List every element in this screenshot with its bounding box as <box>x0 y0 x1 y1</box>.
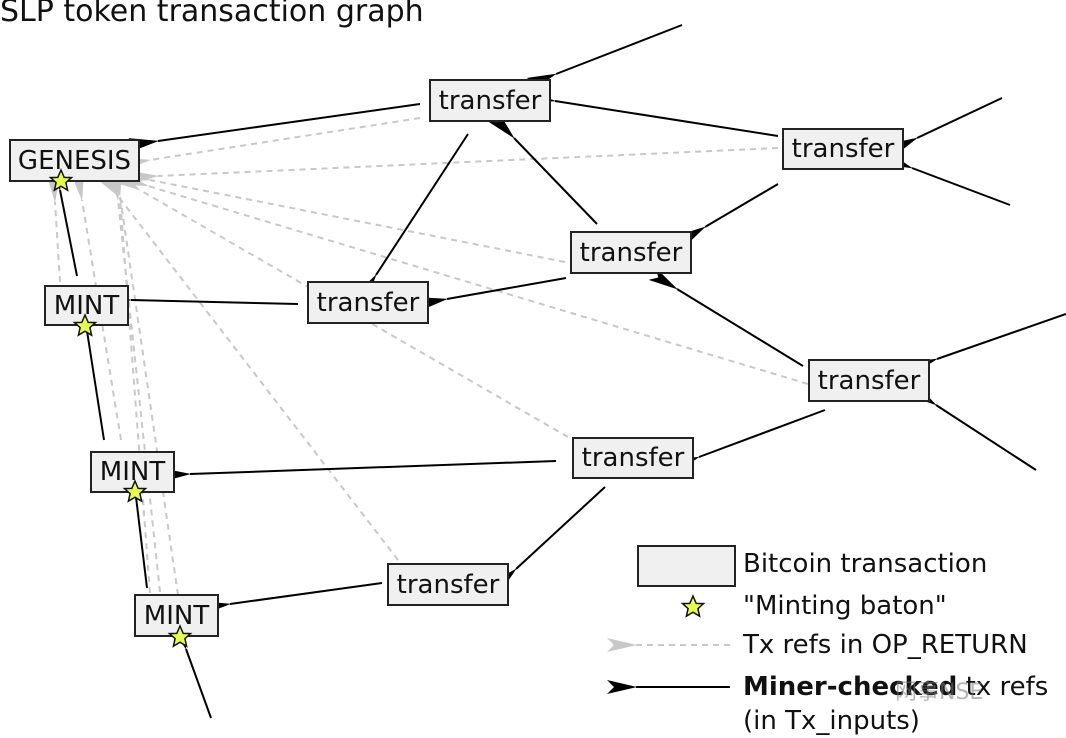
ref-edge <box>118 170 809 385</box>
input-edge <box>907 383 1037 471</box>
legend-bitcoin-transaction: Bitcoin transaction <box>743 549 988 579</box>
ref-edge <box>108 166 179 596</box>
miner-checked-refs <box>47 24 1066 719</box>
input-edge <box>128 103 421 152</box>
legend-tx-refs: Tx refs in OP_RETURN <box>743 630 1028 660</box>
input-edge <box>676 183 779 248</box>
input-edge <box>47 160 78 277</box>
genesis-node: GENESIS <box>9 139 140 182</box>
transfer-node-a: transfer <box>429 79 551 122</box>
input-edge <box>669 409 826 474</box>
input-edge <box>525 89 779 137</box>
diagram-title: SLP token transaction graph <box>0 0 424 29</box>
ref-edge <box>120 167 566 263</box>
ref-edge <box>128 147 779 185</box>
input-edge <box>200 582 383 615</box>
input-edge <box>526 24 683 92</box>
transfer-node-d: transfer <box>307 281 429 324</box>
transfer-node-b: transfer <box>782 128 904 170</box>
input-edge <box>354 133 469 304</box>
ref-edge <box>46 172 61 283</box>
input-edge <box>75 301 105 441</box>
ref-edge <box>94 168 399 561</box>
legend-box-swatch <box>637 545 736 587</box>
ref-edge <box>119 197 151 594</box>
input-edge <box>489 486 606 594</box>
transfer-node-e: transfer <box>808 359 930 402</box>
transfer-node-g: transfer <box>387 563 509 606</box>
legend-miner-checked: Miner-checked tx refs <box>743 672 1048 702</box>
legend-miner-checked-bold: Miner-checked <box>743 672 958 702</box>
input-edge <box>101 292 299 307</box>
input-edge <box>887 97 1003 157</box>
watermark: 网事NSE <box>895 680 984 705</box>
legend-miner-checked-sub: (in Tx_inputs) <box>743 706 920 736</box>
mint-node-2: MINT <box>90 451 175 493</box>
legend-miner-checked-rest: tx refs <box>957 672 1049 702</box>
input-edge <box>488 112 598 225</box>
input-edge <box>907 313 1066 376</box>
mint-node-1: MINT <box>44 285 129 326</box>
input-edge <box>648 267 804 367</box>
ref-edge <box>120 117 421 172</box>
input-edge <box>417 277 567 311</box>
input-edge <box>125 467 148 589</box>
legend-minting-baton: "Minting baton" <box>743 591 947 621</box>
input-edge <box>882 151 1011 206</box>
input-edge <box>169 619 212 719</box>
input-edge <box>160 460 557 483</box>
transfer-node-f: transfer <box>572 437 694 479</box>
mint-node-3: MINT <box>134 594 219 637</box>
transfer-node-c: transfer <box>570 231 692 274</box>
